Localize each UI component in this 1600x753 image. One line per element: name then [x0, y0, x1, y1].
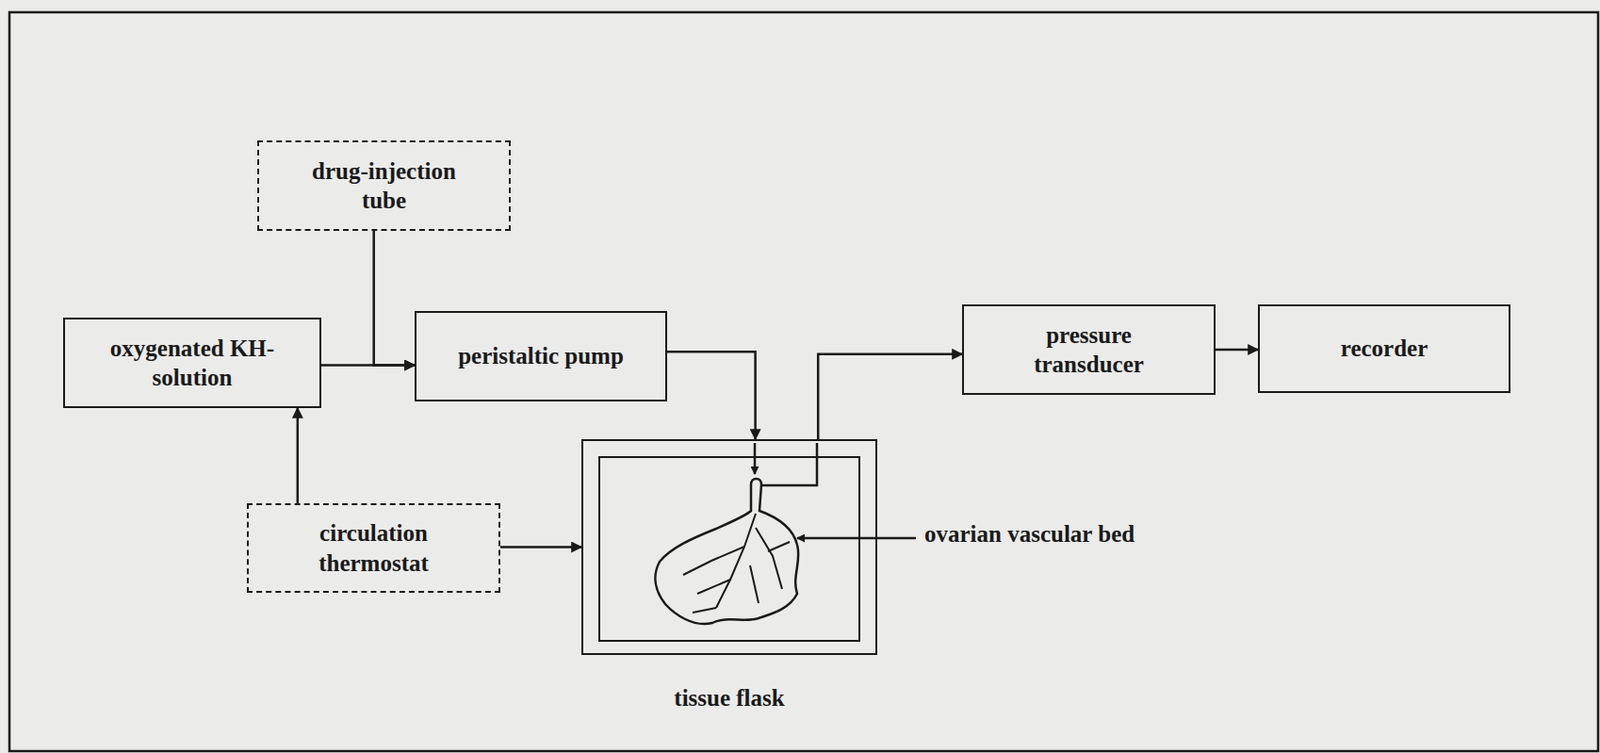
tube-box: drug-injection tube — [257, 140, 511, 231]
flow-arrow — [667, 351, 756, 440]
leader-line — [797, 537, 916, 540]
thermostat-box: circulation thermostat — [246, 503, 501, 593]
flow-arrow — [296, 408, 300, 504]
flow-arrow — [500, 545, 582, 549]
flask-label: tissue flask — [673, 683, 784, 713]
box-label: recorder — [1340, 333, 1429, 363]
flow-arrow — [817, 354, 963, 440]
part-label: ovarian vascular bed — [921, 521, 1138, 548]
tissue-flask: tissue flask — [581, 439, 878, 655]
box-label: peristaltic pump — [457, 341, 624, 371]
vessel-branches — [683, 513, 790, 613]
ovarian-vascular-bed-outline — [654, 478, 799, 624]
recorder-box: recorder — [1257, 304, 1511, 393]
box-label: drug-injection tube — [294, 156, 474, 216]
inflow-cannula-line — [753, 442, 757, 474]
solution-box: oxygenated KH-solution — [63, 317, 322, 409]
flow-arrow — [1215, 348, 1258, 352]
pump-box: peristaltic pump — [414, 310, 668, 402]
flask-inner-wall — [598, 456, 861, 642]
box-label: circulation thermostat — [279, 518, 469, 578]
transducer-box: pressure transducer — [962, 304, 1216, 395]
outflow-cannula-line — [762, 442, 817, 486]
outer-frame — [9, 12, 1599, 752]
flow-arrow — [374, 230, 415, 366]
box-label: oxygenated KH-solution — [88, 333, 296, 393]
box-label: pressure transducer — [999, 320, 1179, 380]
